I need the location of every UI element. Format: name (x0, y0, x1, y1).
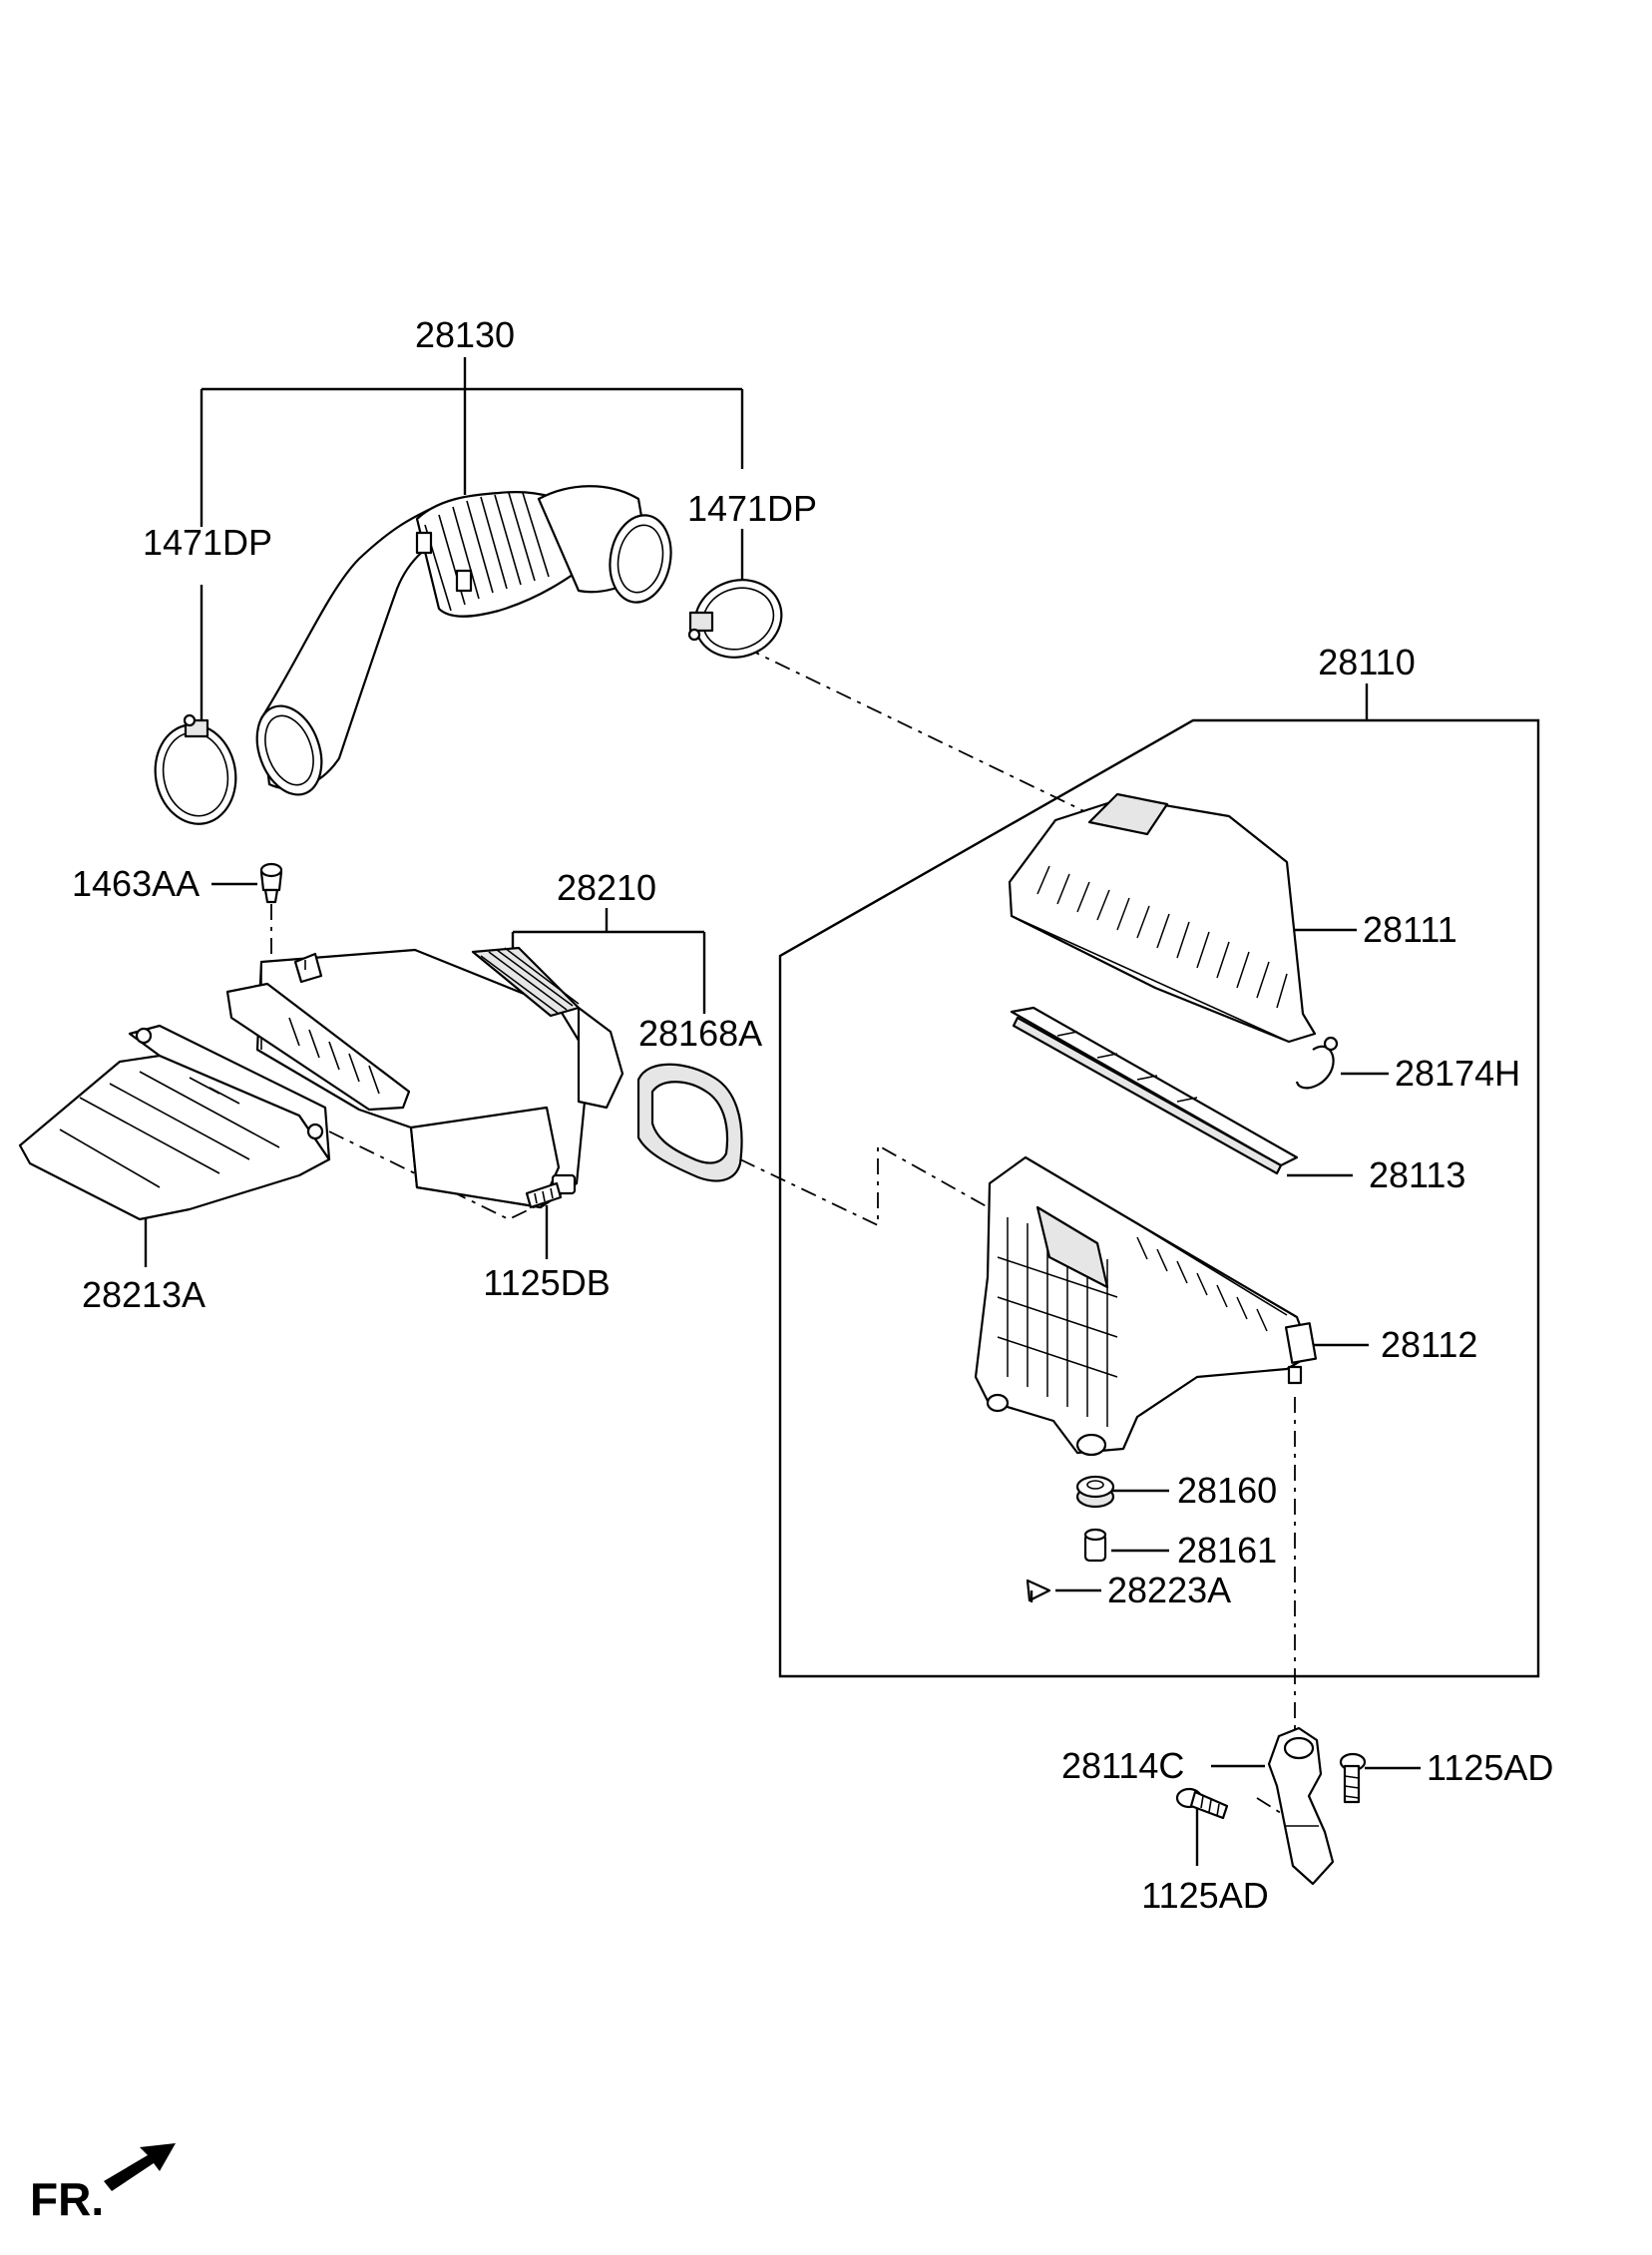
label-28168a: 28168A (638, 1013, 762, 1054)
filter-element-28113 (1010, 1006, 1299, 1175)
collar-28161 (1083, 1528, 1107, 1563)
label-1125ad-bottom: 1125AD (1141, 1875, 1268, 1916)
grommet-28160 (1075, 1475, 1115, 1509)
clip-28174h (1295, 1036, 1339, 1090)
air-cleaner-body-28112 (974, 1155, 1318, 1457)
label-1463aa: 1463AA (72, 863, 200, 904)
label-28213a: 28213A (82, 1274, 206, 1315)
label-28110: 28110 (1318, 642, 1415, 682)
label-28111: 28111 (1363, 909, 1457, 950)
part-labels: 28130 1471DP 1471DP 28110 1463AA 28210 2… (30, 314, 1553, 2225)
cover-plate-28213a (18, 1024, 331, 1221)
label-front: FR. (30, 2173, 104, 2225)
bolt-1125ad-right (1339, 1752, 1367, 1804)
pin-clip-28223a (1026, 1578, 1051, 1602)
hose-clamp-right-1471dp (687, 579, 783, 659)
leader-lines (144, 357, 1540, 1866)
clip-1463aa (259, 862, 283, 904)
hose-clamp-left-1471dp (154, 713, 237, 825)
intake-hose-28130 (255, 485, 672, 796)
label-28210: 28210 (557, 867, 656, 908)
label-28130: 28130 (415, 314, 515, 355)
gasket-28168a (636, 1063, 743, 1182)
air-cleaner-cover-28111 (1008, 792, 1317, 1044)
label-28161: 28161 (1177, 1530, 1277, 1571)
label-28223a: 28223A (1107, 1570, 1231, 1610)
front-direction-arrow-icon (104, 2143, 176, 2191)
label-1471dp-right: 1471DP (687, 488, 817, 529)
bolt-1125ad-bottom (1175, 1787, 1229, 1820)
label-28113: 28113 (1369, 1154, 1465, 1195)
label-1125db: 1125DB (483, 1262, 610, 1303)
bolt-1125db (525, 1173, 577, 1209)
label-1471dp-left: 1471DP (143, 522, 272, 563)
bracket-28114c (1267, 1726, 1335, 1886)
label-28114c: 28114C (1061, 1745, 1184, 1786)
label-28174h: 28174H (1395, 1053, 1520, 1094)
label-28112: 28112 (1381, 1324, 1477, 1365)
resonator-28210 (225, 946, 624, 1209)
label-1125ad-right: 1125AD (1427, 1747, 1553, 1788)
label-28160: 28160 (1177, 1470, 1277, 1511)
